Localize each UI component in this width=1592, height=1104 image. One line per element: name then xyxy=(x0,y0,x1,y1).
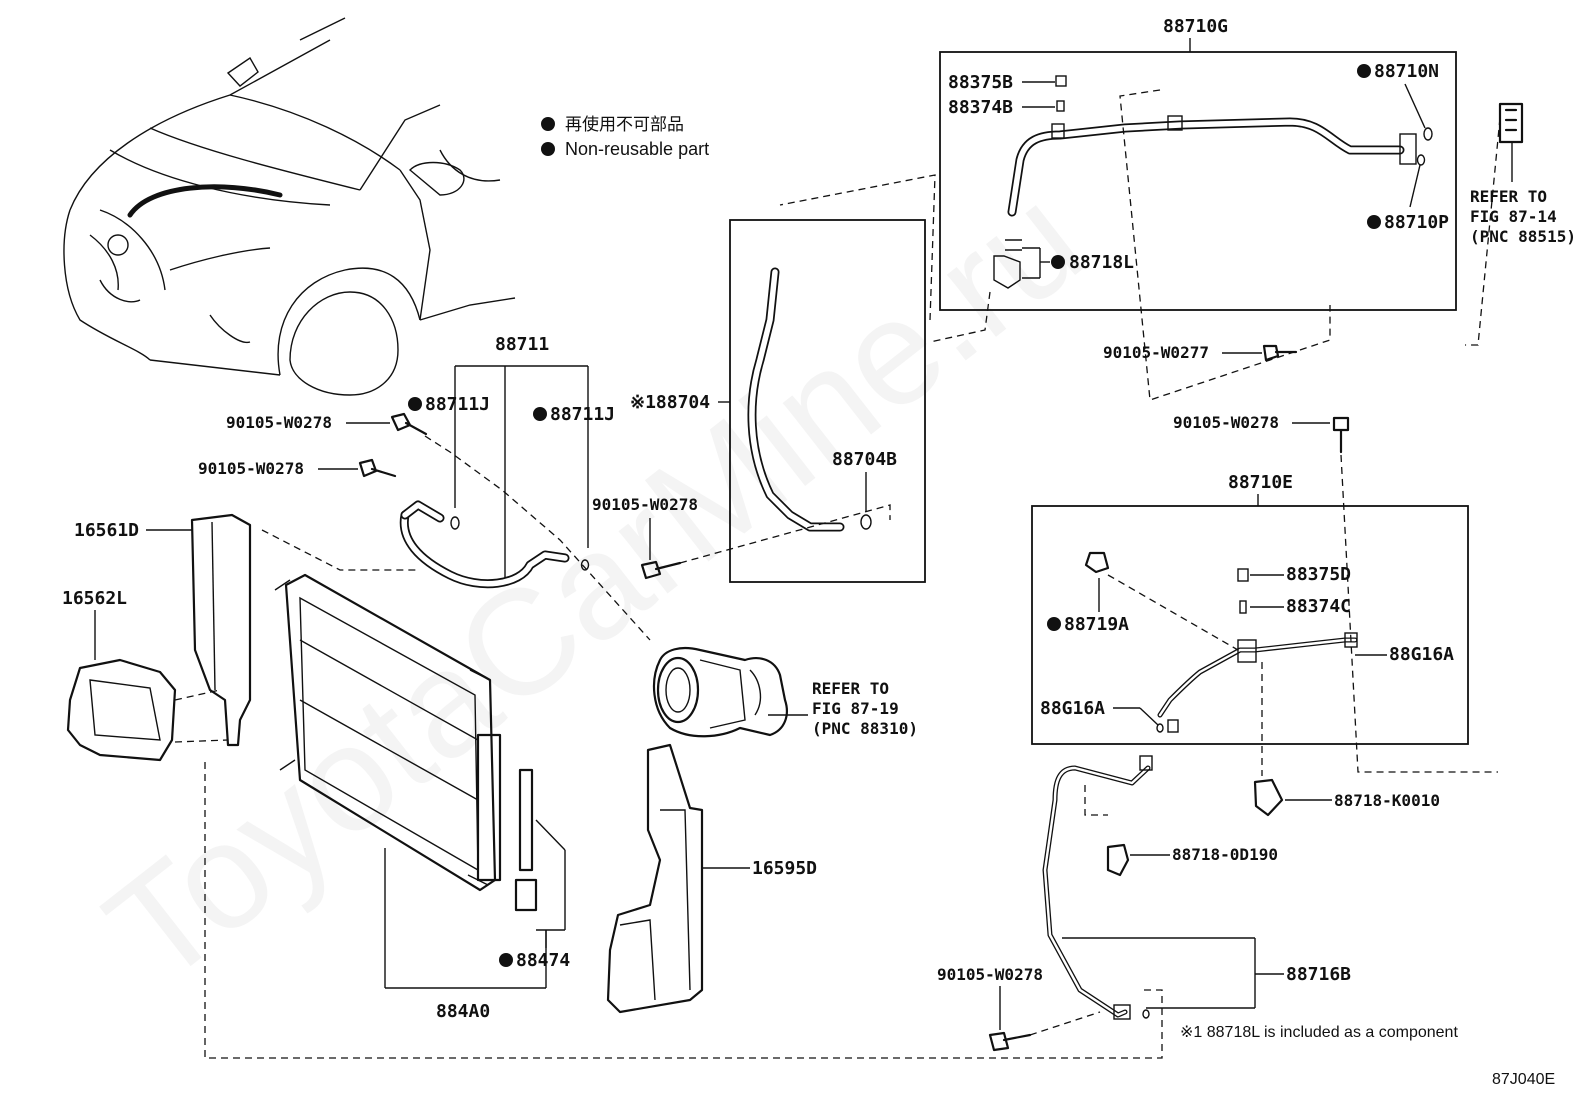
legend-japanese: 再使用不可部品 xyxy=(565,114,684,134)
label-88374C: 88374C xyxy=(1286,596,1351,617)
label-90105-W0278-b: 90105-W0278 xyxy=(198,459,304,478)
refer-87-14-line3: (PNC 88515) xyxy=(1470,227,1576,246)
label-88G16A-right: 88G16A xyxy=(1389,644,1454,665)
label-88718-0D190: 88718-0D190 xyxy=(1172,845,1278,864)
refer-87-19-line2: FIG 87-19 xyxy=(812,699,899,718)
non-reusable-bullet-icon xyxy=(1051,255,1065,269)
label-16595D: 16595D xyxy=(752,858,817,879)
seal-16561D: 16561D xyxy=(74,513,252,747)
label-88704B: 88704B xyxy=(832,449,897,470)
label-88716B: 88716B xyxy=(1286,964,1351,985)
non-reusable-bullet-icon xyxy=(541,142,555,156)
non-reusable-bullet-icon xyxy=(541,117,555,131)
legend: 再使用不可部品 Non-reusable part xyxy=(541,114,709,159)
refer-87-14-line2: FIG 87-14 xyxy=(1470,207,1557,226)
label-88704: ※188704 xyxy=(630,392,710,413)
refer-87-14-line1: REFER TO xyxy=(1470,187,1547,206)
group-88711: 88711 88711J 88711J xyxy=(399,334,615,589)
pipe-88716B: 88716B xyxy=(1042,755,1351,1020)
bolt-90105-W0278-a: 90105-W0278 xyxy=(226,412,428,436)
watermark: ToyotaCarMine.ru xyxy=(76,154,1112,1015)
box-88710E xyxy=(1031,505,1469,745)
non-reusable-bullet-icon xyxy=(499,953,513,967)
label-16562L: 16562L xyxy=(62,588,127,609)
refer-87-19-line1: REFER TO xyxy=(812,679,889,698)
label-16561D: 16561D xyxy=(74,520,139,541)
label-88G16A-left: 88G16A xyxy=(1040,698,1105,719)
non-reusable-bullet-icon xyxy=(533,407,547,421)
condenser-884A0: 884A0 xyxy=(274,573,547,1022)
refer-87-19-line3: (PNC 88310) xyxy=(812,719,918,738)
label-884A0: 884A0 xyxy=(436,1001,490,1022)
label-88374B: 88374B xyxy=(948,97,1013,118)
label-88375D: 88375D xyxy=(1286,564,1351,585)
drier-88474: 88474 xyxy=(499,768,570,971)
label-88711: 88711 xyxy=(495,334,549,355)
seal-16595D: 16595D xyxy=(606,743,817,1014)
valve-88374B-icon xyxy=(1056,100,1065,112)
bolt-90105-W0278-c: 90105-W0278 xyxy=(592,495,698,580)
label-88474: 88474 xyxy=(516,950,570,971)
label-88710E: 88710E xyxy=(1228,472,1293,493)
diagram-code: 87J040E xyxy=(1492,1071,1555,1088)
label-90105-W0278-d: 90105-W0278 xyxy=(1173,413,1279,432)
vehicle-front-sketch xyxy=(63,17,516,396)
non-reusable-bullet-icon xyxy=(1357,64,1371,78)
label-90105-W0278-c: 90105-W0278 xyxy=(592,495,698,514)
label-88711J-left: 88711J xyxy=(425,394,490,415)
cap-88375B-icon xyxy=(1055,75,1067,87)
label-88711J-right: 88711J xyxy=(550,404,615,425)
non-reusable-bullet-icon xyxy=(1047,617,1061,631)
refer-fig-87-14: REFER TO FIG 87-14 (PNC 88515) xyxy=(1470,102,1576,246)
label-88710N: 88710N xyxy=(1374,61,1439,82)
label-88710G: 88710G xyxy=(1163,16,1228,37)
box-88704 xyxy=(729,219,926,583)
seal-16562L: 16562L xyxy=(62,588,177,762)
compressor-assembly: REFER TO FIG 87-19 (PNC 88310) xyxy=(653,646,918,738)
clamp-88718-0D190: 88718-0D190 xyxy=(1084,785,1278,877)
label-88718L: 88718L xyxy=(1069,252,1134,273)
group-88704: ※188704 88704B xyxy=(630,219,926,583)
label-88718-K0010: 88718-K0010 xyxy=(1334,791,1440,810)
label-88710P: 88710P xyxy=(1384,212,1449,233)
box-88710G xyxy=(939,51,1457,311)
label-90105-W0278-a: 90105-W0278 xyxy=(226,413,332,432)
footnote: ※1 88718L is included as a component xyxy=(1180,1024,1458,1041)
label-90105-W0277: 90105-W0277 xyxy=(1103,343,1209,362)
group-88710G: 88710G 88375B 88374B 88710N 88710P 88718… xyxy=(939,16,1457,311)
label-88719A: 88719A xyxy=(1064,614,1129,635)
bolt-90105-W0278-b: 90105-W0278 xyxy=(198,458,397,478)
non-reusable-bullet-icon xyxy=(408,397,422,411)
group-88710E: 88710E 88719A 88375D 88374C 88G16A 88G16… xyxy=(1031,472,1469,745)
label-90105-W0278-e: 90105-W0278 xyxy=(937,965,1043,984)
bolt-90105-W0278-e: 90105-W0278 xyxy=(937,965,1043,1052)
legend-english: Non-reusable part xyxy=(565,139,709,159)
non-reusable-bullet-icon xyxy=(1367,215,1381,229)
clamp-88718-K0010: 88718-K0010 xyxy=(1253,778,1440,817)
bolt-90105-W0277: 90105-W0277 xyxy=(1103,343,1298,362)
label-88375B: 88375B xyxy=(948,72,1013,93)
bolt-90105-W0278-d: 90105-W0278 xyxy=(1173,413,1350,454)
